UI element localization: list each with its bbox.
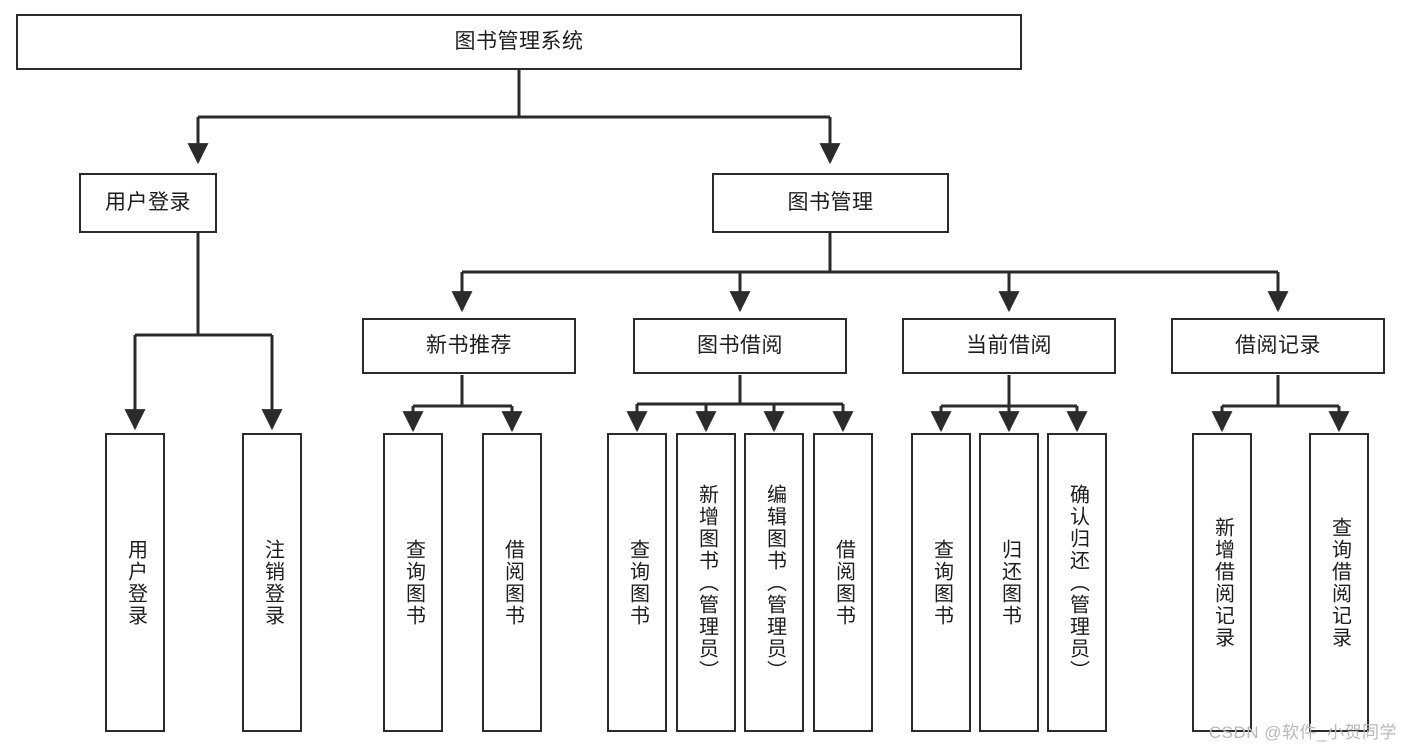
leaf-confirm-return-label: 确认归还（管理员）: [1066, 483, 1089, 682]
leaf-edit-book-label: 编辑图书（管理员）: [763, 483, 786, 682]
node-current-borrow[interactable]: 当前借阅: [902, 318, 1116, 374]
node-current-borrow-label: 当前借阅: [966, 333, 1052, 357]
leaf-add-book-label: 新增图书（管理员）: [695, 483, 718, 682]
node-book-manage-label: 图书管理: [787, 190, 874, 214]
node-borrow-record[interactable]: 借阅记录: [1171, 318, 1385, 374]
leaf-query-book-2[interactable]: 查询图书: [607, 433, 667, 732]
leaf-query-book-3-label: 查询图书: [930, 538, 953, 627]
leaf-user-login-label: 用户登录: [124, 538, 147, 627]
leaf-confirm-return[interactable]: 确认归还（管理员）: [1047, 433, 1107, 732]
leaf-edit-book[interactable]: 编辑图书（管理员）: [744, 433, 804, 732]
leaf-add-book[interactable]: 新增图书（管理员）: [676, 433, 736, 732]
node-book-borrow-label: 图书借阅: [697, 333, 783, 357]
leaf-return-book-label: 归还图书: [998, 538, 1021, 627]
leaf-borrow-book-2[interactable]: 借阅图书: [813, 433, 873, 732]
node-new-book-rec[interactable]: 新书推荐: [362, 318, 576, 374]
leaf-query-book-3[interactable]: 查询图书: [911, 433, 971, 732]
leaf-query-record-label: 查询借阅记录: [1328, 516, 1351, 649]
leaf-query-record[interactable]: 查询借阅记录: [1309, 433, 1369, 732]
node-book-manage[interactable]: 图书管理: [712, 173, 949, 233]
node-user-login[interactable]: 用户登录: [79, 173, 217, 233]
node-root[interactable]: 图书管理系统: [16, 14, 1022, 70]
leaf-logout[interactable]: 注销登录: [242, 433, 302, 732]
leaf-borrow-book-2-label: 借阅图书: [832, 538, 855, 627]
node-book-borrow[interactable]: 图书借阅: [633, 318, 847, 374]
leaf-logout-label: 注销登录: [261, 538, 284, 627]
leaf-borrow-book-1[interactable]: 借阅图书: [482, 433, 542, 732]
leaf-add-record[interactable]: 新增借阅记录: [1192, 433, 1252, 732]
watermark-text: CSDN @软件_小贺同学: [1208, 723, 1397, 742]
node-root-label: 图书管理系统: [454, 29, 584, 53]
leaf-borrow-book-1-label: 借阅图书: [501, 538, 524, 627]
leaf-return-book[interactable]: 归还图书: [979, 433, 1039, 732]
leaf-add-record-label: 新增借阅记录: [1211, 516, 1234, 649]
leaf-query-book-1-label: 查询图书: [402, 538, 425, 627]
leaf-query-book-2-label: 查询图书: [626, 538, 649, 627]
node-new-book-rec-label: 新书推荐: [426, 333, 512, 357]
leaf-user-login[interactable]: 用户登录: [105, 433, 165, 732]
node-borrow-record-label: 借阅记录: [1235, 333, 1321, 357]
node-user-login-label: 用户登录: [105, 190, 191, 214]
leaf-query-book-1[interactable]: 查询图书: [383, 433, 443, 732]
